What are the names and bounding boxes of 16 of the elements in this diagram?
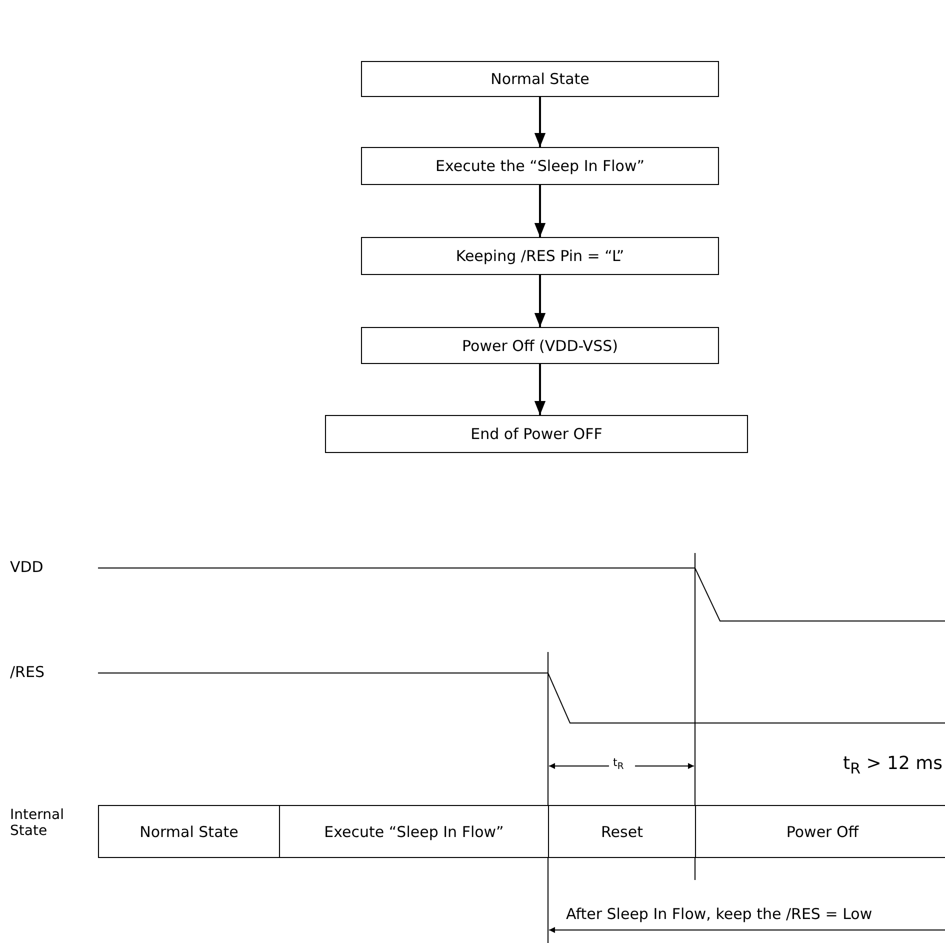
arrow bbox=[534, 185, 546, 237]
signal-label: /RES bbox=[10, 663, 44, 681]
process-box: Keeping /RES Pin = “L” bbox=[361, 237, 719, 275]
process-box: Power Off (VDD-VSS) bbox=[361, 327, 719, 364]
process-box: Normal State bbox=[361, 61, 719, 97]
arrow bbox=[534, 97, 546, 147]
note-text: After Sleep In Flow, keep the /RES = Low bbox=[566, 905, 872, 923]
state-segment: Reset bbox=[548, 805, 696, 858]
terminal-box: End of Power OFF bbox=[325, 415, 748, 453]
state-segment: Normal State bbox=[98, 805, 280, 858]
state-segment: Power Off bbox=[695, 805, 945, 858]
process-box: Execute the “Sleep In Flow” bbox=[361, 147, 719, 185]
row-label: Internal State bbox=[10, 807, 65, 839]
state-segment: Execute “Sleep In Flow” bbox=[279, 805, 549, 858]
arrow bbox=[534, 364, 546, 415]
arrow bbox=[534, 275, 546, 327]
